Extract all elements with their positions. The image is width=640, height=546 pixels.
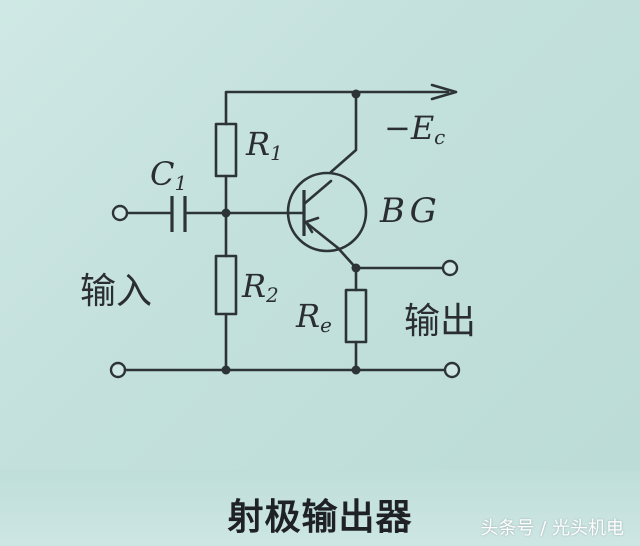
transistor-emitter-lead (302, 219, 340, 250)
junction-ground-right (351, 365, 361, 375)
collector-wire (329, 92, 358, 174)
resistor-r1 (214, 122, 238, 178)
input-terminal-top (111, 204, 129, 222)
label-output: 输出 (404, 301, 477, 342)
label-r2: R2 (242, 267, 279, 307)
caption-title: 射极输出器 (227, 497, 413, 538)
transistor-emitter-arrow (304, 216, 320, 234)
resistor-re (344, 288, 368, 344)
input-terminal-bottom (109, 361, 127, 379)
label-re: Re (296, 297, 332, 337)
output-terminal-top (441, 259, 459, 277)
junction-ground-left (221, 365, 231, 375)
resistor-r2 (214, 254, 238, 316)
watermark-text: 头条号 / 光头机电 (480, 518, 624, 539)
transistor-collector-lead (302, 179, 333, 206)
supply-rail-wire (224, 90, 450, 126)
caption-band (0, 470, 640, 546)
output-terminal-bottom (443, 361, 461, 379)
supply-arrow (430, 83, 458, 101)
circuit-schematic (109, 83, 461, 379)
label-ec: −Ec (384, 109, 446, 149)
label-r1: R1 (246, 125, 283, 165)
label-bg: BG (380, 191, 441, 231)
transistor-bg-body (286, 171, 368, 253)
label-c1: C1 (150, 155, 188, 195)
label-input: 输入 (80, 271, 153, 312)
